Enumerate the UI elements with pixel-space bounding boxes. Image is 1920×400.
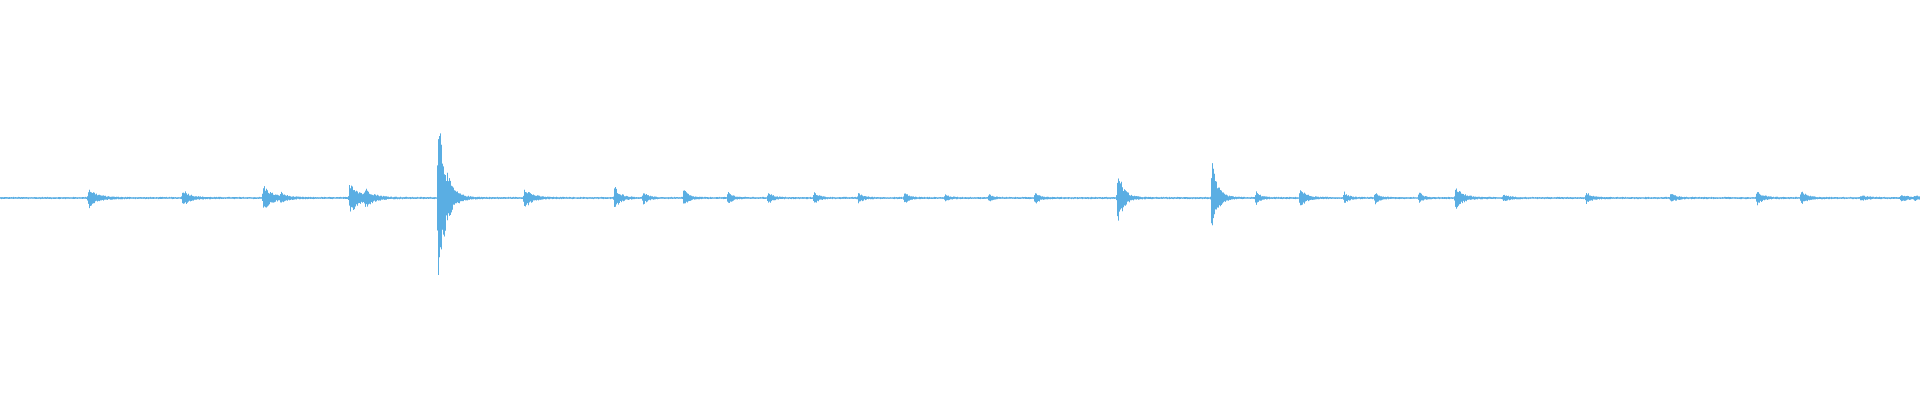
waveform-signal (0, 133, 1920, 275)
